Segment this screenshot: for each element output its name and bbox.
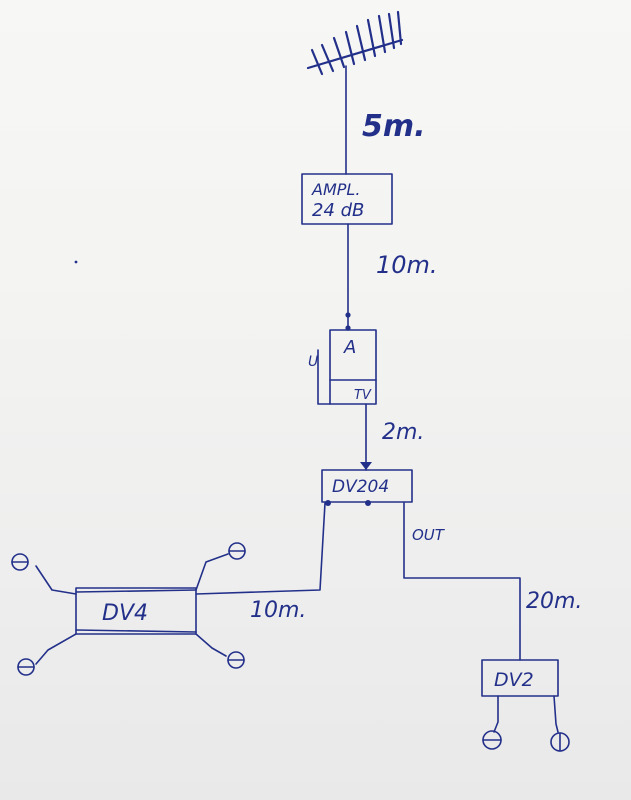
splitter-side-label: U [308, 354, 318, 370]
tv-outlet-icon [17, 633, 77, 676]
cable-length-label: 2m. [382, 420, 424, 445]
connector-dot [365, 500, 371, 506]
pen-mark [74, 260, 78, 264]
tv-outlet-icon [550, 695, 570, 752]
dv4-label: DV4 [102, 601, 148, 626]
tv-antenna-icon [306, 10, 404, 76]
cable-length-label: 10m. [376, 251, 438, 279]
dv204-label: DV204 [332, 477, 389, 497]
cable-length-label: 10m. [250, 598, 306, 623]
dv4-box: DV4 [75, 587, 197, 635]
tv-outlet-icon [11, 553, 77, 595]
tv-outlet-icon [195, 542, 246, 591]
cable-length-label: 20m. [526, 589, 582, 614]
amplifier-gain-label: 24 dB [312, 200, 364, 221]
tv-outlet-icon [482, 695, 502, 750]
dv204-box: DV204 [321, 469, 413, 506]
dv2-label: DV2 [494, 669, 534, 691]
dv2-box: DV2 [481, 659, 559, 697]
cable-length-label: 5m. [362, 109, 426, 144]
amplifier-label: AMPL. [311, 180, 360, 199]
splitter-input-label: A [343, 337, 356, 358]
connector-dot [345, 312, 351, 318]
tv-outlet-icon [195, 633, 245, 669]
amplifier-box: AMPL. 24 dB [301, 173, 393, 225]
cable-dv204-dv2 [403, 502, 521, 661]
connector-arrow [360, 462, 372, 470]
splitter-output-label: TV [354, 388, 372, 403]
cable-dv204-dv4 [195, 502, 326, 595]
connector-dot [325, 500, 331, 506]
dv204-out-label: OUT [412, 526, 446, 544]
splitter-box: A U TV [308, 329, 377, 405]
